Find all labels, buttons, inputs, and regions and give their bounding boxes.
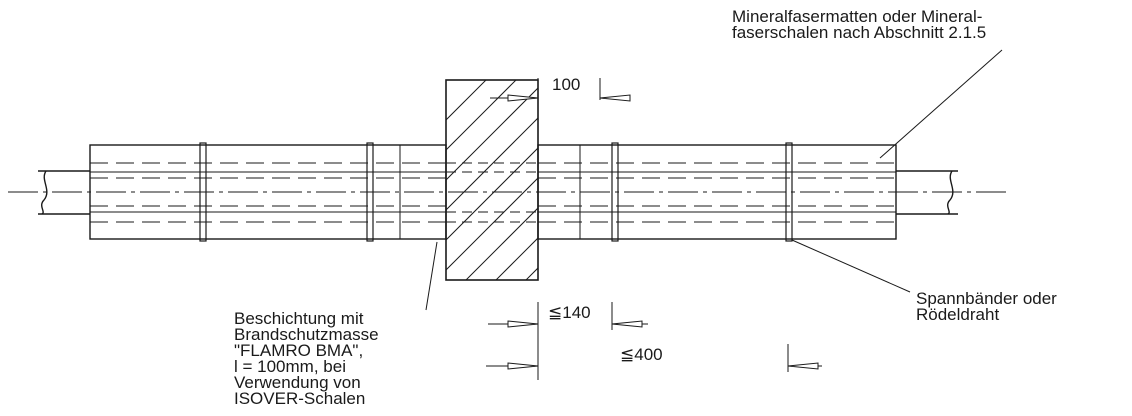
clamp-band [199,142,207,242]
leader-insulation [879,49,1003,159]
dimension-band-spacing [488,302,648,380]
dimension-wall-offset [490,78,631,102]
leader-coating [425,241,438,311]
pipe-inside-left [90,162,446,223]
clamp-bands [199,142,793,242]
label-coating: Beschichtung mit Brandschutzmasse "FLAMR… [234,309,383,408]
dimension-400-text: ≦400 [620,345,663,364]
pipe-inside-right [538,162,896,223]
clamp-band [611,142,619,242]
pipe-left-end [38,170,90,215]
dimension-section-length [486,344,822,372]
pipe-right-end [896,170,958,215]
leader-band [791,239,911,293]
label-clamp-bands: Spannbänder oder Rödeldraht [916,289,1062,324]
leader-lines [425,49,1003,311]
label-insulation: Mineralfasermatten oder Mineral- fasersc… [732,7,987,42]
wall-section [445,79,539,281]
clamp-band [366,142,374,242]
dimension-100-text: 100 [552,75,580,94]
clamp-band [785,142,793,242]
dimension-140-text: ≦140 [548,303,591,322]
